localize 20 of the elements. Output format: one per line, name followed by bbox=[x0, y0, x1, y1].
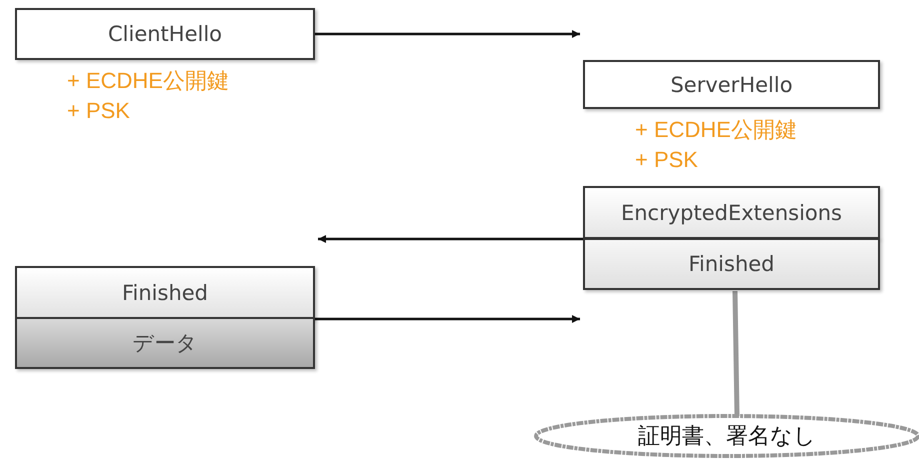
node-label: EncryptedExtensions bbox=[620, 200, 842, 224]
callout-bubble bbox=[532, 412, 919, 460]
arrow bbox=[315, 30, 580, 38]
message-box bbox=[583, 186, 880, 239]
message-extension-text: + PSK bbox=[67, 97, 131, 125]
message-extension-text: + ECDHE公開鍵 bbox=[635, 116, 797, 144]
node-label: Finished bbox=[122, 280, 208, 304]
message-extension-text: + PSK bbox=[635, 146, 699, 174]
node-label: 証明書、署名なし bbox=[638, 423, 816, 451]
arrow bbox=[315, 315, 580, 323]
message-box bbox=[15, 317, 315, 369]
node-label: データ bbox=[132, 330, 198, 357]
message-box bbox=[583, 238, 880, 290]
callout-tail bbox=[732, 290, 740, 416]
node-label: ServerHello bbox=[670, 72, 793, 96]
message-extension-text: + ECDHE公開鍵 bbox=[67, 67, 229, 95]
arrow bbox=[318, 235, 583, 243]
node-label: ClientHello bbox=[108, 22, 222, 46]
node-label: Finished bbox=[688, 252, 775, 276]
message-box bbox=[15, 266, 315, 319]
